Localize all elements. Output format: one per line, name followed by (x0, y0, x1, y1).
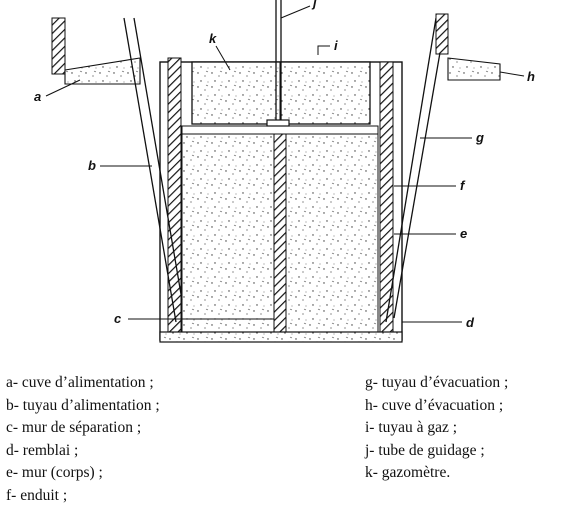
legend-right-column: g- tuyau d’évacuation ; h- cuve d’évacua… (365, 372, 508, 485)
foundation-slab (159, 331, 403, 343)
outlet-pipe-g-1 (385, 17, 437, 323)
callout-f: f (460, 178, 466, 193)
callout-e: e (460, 226, 467, 241)
gas-pipe-i (317, 45, 330, 55)
slurry-left-chamber (181, 133, 275, 333)
guide-tube-base (266, 119, 290, 127)
legend-item-e: e- mur (corps) ; (6, 464, 103, 481)
legend-left-column: a- cuve d’alimentation ; b- tuyau d’alim… (6, 372, 160, 507)
callout-g: g (475, 130, 484, 145)
inlet-pipe-b-1 (123, 17, 177, 323)
leader-a (45, 79, 81, 97)
leader-h (499, 71, 525, 77)
callout-h: h (527, 69, 535, 84)
feed-tank-wall (51, 17, 66, 75)
callout-d: d (466, 315, 475, 330)
legend-item-a: a- cuve d’alimentation ; (6, 374, 154, 391)
legend-item-c: c- mur de séparation ; (6, 419, 142, 436)
slurry-right-chamber (285, 133, 379, 333)
biogas-digester-diagram: a b c d e f g h i j k (34, 0, 535, 343)
legend-item-g: g- tuyau d’évacuation ; (365, 374, 509, 391)
outlet-pipe-g-2 (393, 17, 447, 319)
outlet-pipe-top (435, 13, 449, 55)
legend-item-f: f- enduit ; (6, 486, 68, 504)
legend-item-j: j- tube de guidage ; (365, 441, 485, 459)
leader-k (215, 45, 231, 71)
callout-j: j (311, 0, 317, 10)
callout-k: k (209, 31, 217, 46)
inlet-pipe-b-2 (133, 17, 183, 301)
legend-item-h: h- cuve d’évacuation ; (365, 396, 504, 414)
callout-c: c (114, 311, 122, 326)
legend: a- cuve d’alimentation ; b- tuyau d’alim… (0, 372, 569, 512)
leader-lines (45, 5, 525, 323)
legend-item-k: k- gazomètre. (365, 464, 451, 481)
leader-j (280, 5, 311, 19)
callout-b: b (88, 158, 96, 173)
feed-tank-a (64, 57, 141, 85)
callout-a: a (34, 89, 41, 104)
callout-i: i (334, 38, 338, 53)
legend-item-i: i- tuyau à gaz ; (365, 419, 458, 436)
gasholder-ledge (181, 125, 379, 135)
legend-item-b: b- tuyau d’alimentation ; (6, 396, 160, 414)
separation-wall (273, 133, 287, 335)
legend-item-d: d- remblai ; (6, 441, 79, 459)
outlet-tank-h (447, 57, 501, 81)
left-wall (167, 57, 182, 335)
